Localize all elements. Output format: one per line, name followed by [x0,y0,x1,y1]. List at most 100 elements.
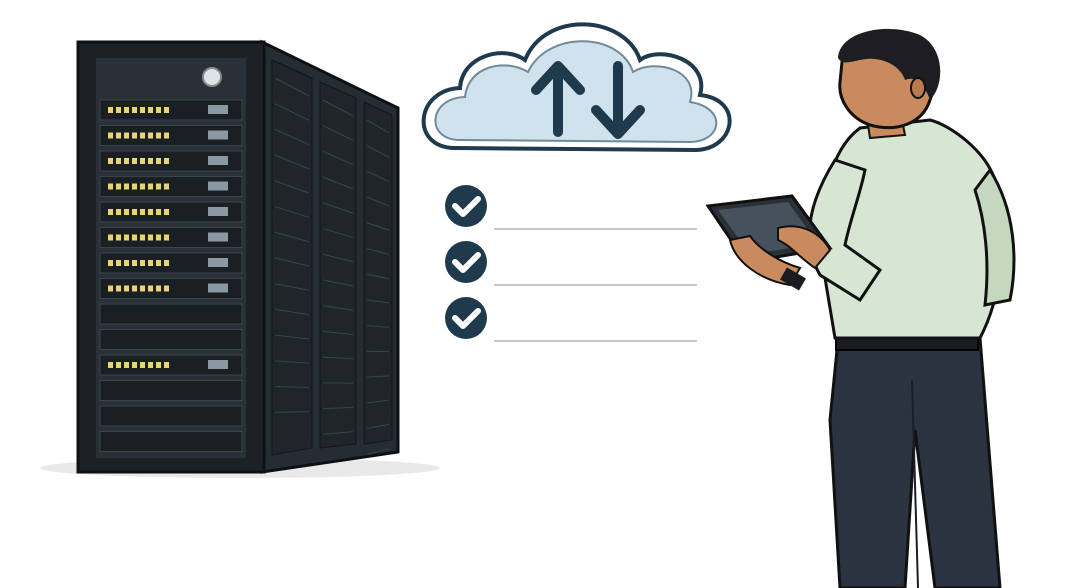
rack-unit [99,303,243,325]
led-light [148,260,153,266]
led-light [124,362,129,368]
led-light [132,107,137,113]
led-light [156,234,161,241]
drive-label [208,105,228,114]
led-light [124,107,129,113]
download-arrow-icon [591,61,645,139]
led-light [116,107,121,113]
drive-label [208,258,228,267]
rack-unit [99,278,243,299]
led-light [148,132,153,139]
led-light [140,234,145,241]
led-light [132,260,137,266]
led-light [156,209,161,215]
led-light [156,158,161,164]
led-light [156,107,161,113]
led-light [124,183,129,190]
led-light [124,209,129,215]
server-rack-icon [76,39,400,474]
led-light [124,234,129,241]
led-light [164,285,169,292]
rack-unit [99,431,243,452]
rack-unit [99,405,243,427]
led-light [140,209,145,215]
check-circle-icon [445,241,487,283]
led-light [156,132,161,139]
led-light [116,132,121,139]
led-light [108,260,113,266]
led-light [164,132,169,139]
drive-label [208,360,228,369]
led-light [108,234,113,241]
led-light [132,209,137,215]
led-light [108,362,113,368]
led-light [132,132,137,139]
led-light [108,107,113,113]
led-light [116,260,121,266]
led-light [156,285,161,292]
rack-unit [99,150,243,172]
led-light [156,260,161,266]
led-light [116,362,121,368]
led-light [140,158,145,164]
led-light [148,107,153,113]
led-light [148,234,153,241]
led-light [140,132,145,139]
led-light [108,183,113,190]
led-light [148,362,153,368]
led-light [132,234,137,241]
led-light [156,183,161,190]
check-circle-icon [445,297,487,339]
drive-label [208,156,228,165]
led-light [164,107,169,113]
led-light [148,183,153,190]
led-light [140,362,145,368]
rack-unit [99,99,243,121]
led-light [124,285,129,292]
checkmark-icon [452,252,481,273]
led-light [164,362,169,368]
drive-label [208,130,228,140]
led-light [164,260,169,266]
drive-label [208,207,228,216]
led-light [148,158,153,164]
led-light [124,260,129,266]
led-light [164,183,169,190]
cloud-sync-icon [421,22,732,153]
checkmark-icon [452,308,481,329]
rack-unit [99,125,243,146]
person-with-tablet-icon [705,28,1016,588]
led-light [140,183,145,190]
led-light [116,209,121,215]
checklist [445,185,697,342]
led-light [132,183,137,190]
led-light [108,285,113,292]
led-light [108,158,113,164]
drive-label [208,181,228,191]
checklist-item [445,185,697,230]
rack-unit [99,329,243,350]
rack-unit [99,201,243,223]
led-light [132,285,137,292]
rack-unit [99,380,243,401]
rack-unit [99,252,243,274]
rack-unit [99,354,243,376]
led-light [108,209,113,215]
drive-label [208,283,228,293]
rack-unit [99,227,243,248]
led-light [116,234,121,241]
led-light [164,209,169,215]
led-light [148,209,153,215]
checkmark-icon [452,196,481,217]
upload-arrow-icon [531,61,585,137]
checklist-item [445,241,697,286]
led-light [148,285,153,292]
led-light [124,132,129,139]
rack-unit [99,176,243,197]
led-light [164,234,169,241]
led-light [164,158,169,164]
led-light [132,158,137,164]
checklist-item [445,297,697,342]
